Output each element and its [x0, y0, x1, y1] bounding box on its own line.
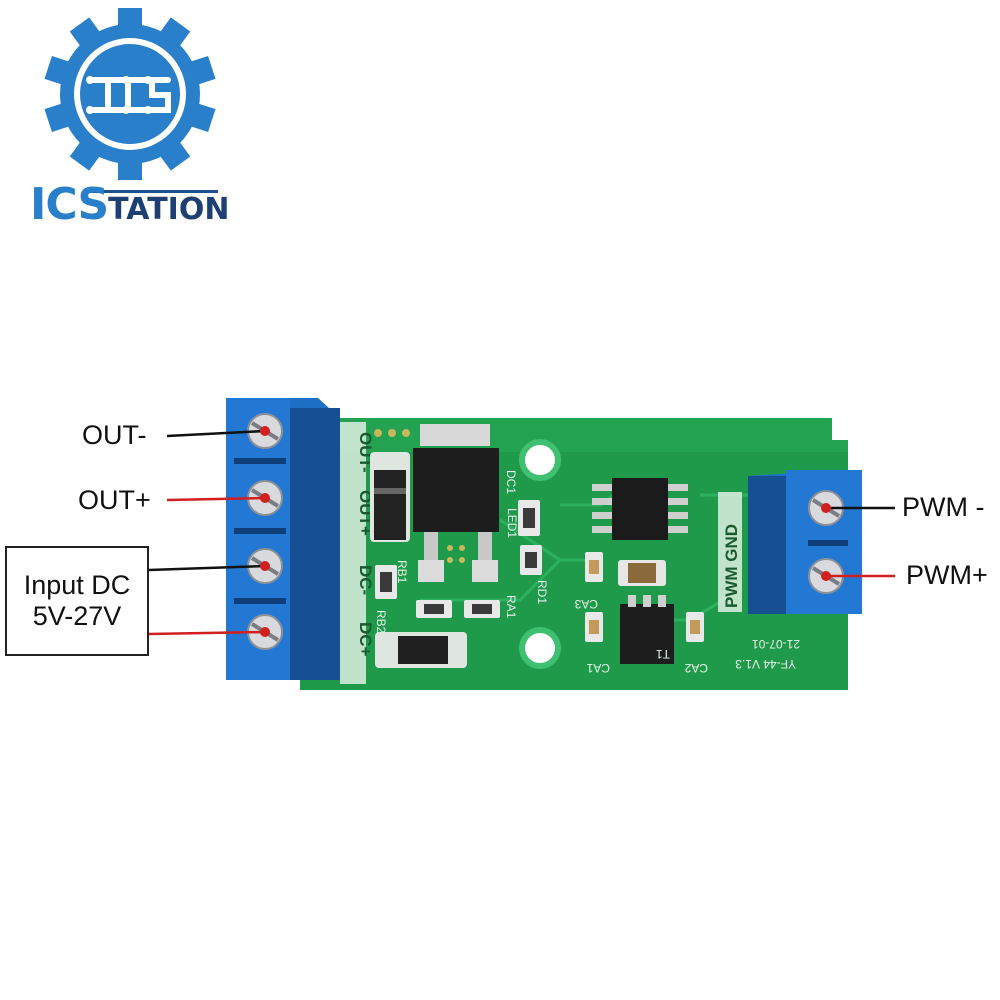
label-ca1: CA1 [586, 661, 610, 675]
logo-underline [86, 190, 218, 193]
mounting-hole [519, 439, 561, 669]
left-terminal-block [226, 398, 340, 680]
label-ra1: RA1 [504, 595, 518, 619]
gear-icon [44, 8, 216, 180]
label-ca3: CA3 [574, 597, 598, 611]
label-led1: LED1 [505, 508, 519, 538]
input-dc-range: 5V-27V [32, 601, 122, 632]
board-version: YF-44 V1.3 [735, 657, 796, 671]
silk-dc-plus: DC+ [356, 622, 375, 657]
silk-pwm-gnd: PWM GND [722, 524, 741, 608]
label-out-plus: OUT+ [78, 485, 151, 515]
label-t1: T1 [656, 647, 670, 661]
label-out-minus: OUT- [82, 420, 147, 450]
icstation-logo: ICSTATION [30, 8, 230, 227]
input-dc-box: Input DC 5V-27V [5, 546, 149, 656]
label-pwm-minus: PWM - [902, 492, 985, 522]
label-dc1: DC1 [504, 470, 518, 494]
label-ca2: CA2 [684, 661, 708, 675]
board-date: 21-07-01 [752, 637, 800, 651]
logo-text-tation: TATION [108, 192, 230, 227]
label-rd1: RD1 [535, 580, 549, 604]
logo-wordmark: ICSTATION [30, 183, 229, 227]
label-rb1: RB1 [395, 560, 409, 584]
label-rb2: RB2 [374, 610, 388, 634]
right-terminal-block [748, 470, 862, 614]
input-dc-label: Input DC [23, 570, 131, 600]
label-pwm-plus: PWM+ [906, 560, 988, 590]
silk-dc-minus: DC- [356, 565, 375, 595]
logo-text-ics: ICS [30, 179, 109, 230]
callout-dot [260, 426, 831, 637]
